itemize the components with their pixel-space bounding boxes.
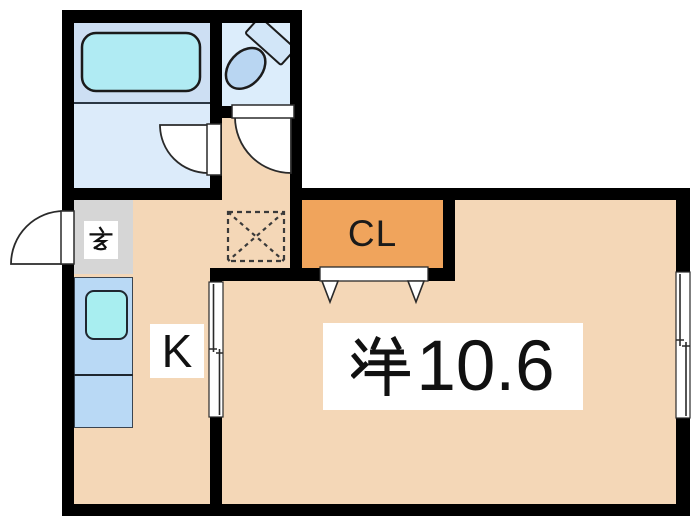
appliance-space-symbol — [226, 210, 286, 263]
bathtub — [80, 31, 202, 93]
closet-label: CL — [302, 200, 443, 268]
entrance-label — [84, 221, 118, 259]
main-room-area-text: 10.6 — [416, 327, 555, 406]
wall-left-lower — [62, 263, 74, 516]
kitchen-counter-divider — [74, 374, 133, 376]
wall-top — [62, 10, 302, 23]
main-room-label: 10.6 — [323, 323, 583, 410]
kitchen-label: K — [150, 324, 204, 378]
toilet-door-arc — [234, 116, 292, 174]
kanji-genkan — [89, 225, 113, 250]
wall-main-top — [290, 188, 690, 200]
kitchen-sink — [85, 290, 128, 340]
washroom-door-leaf — [206, 123, 222, 176]
washroom-door-arc — [159, 124, 209, 174]
kitchen-label-text: K — [161, 325, 193, 377]
wall-left-upper — [62, 10, 74, 213]
bathroom-washroom-divider — [74, 102, 210, 104]
entrance-door-leaf — [60, 210, 75, 265]
closet-label-text: CL — [347, 213, 398, 254]
wall-closet-right — [443, 200, 455, 268]
wall-upper-right — [290, 10, 302, 200]
toilet-bowl — [224, 46, 267, 91]
wall-closet-left — [290, 200, 302, 268]
sliding-door-symbol — [208, 281, 224, 418]
entrance-door-arc — [10, 210, 65, 265]
toilet-door-leaf — [231, 104, 295, 119]
window-symbol — [675, 271, 691, 419]
kanji-you — [351, 335, 411, 396]
toilet-tank — [245, 16, 296, 66]
wall-mid-left — [62, 188, 222, 200]
closet-floor — [302, 200, 443, 268]
toilet — [224, 16, 296, 91]
closet-door-symbol — [319, 266, 429, 305]
